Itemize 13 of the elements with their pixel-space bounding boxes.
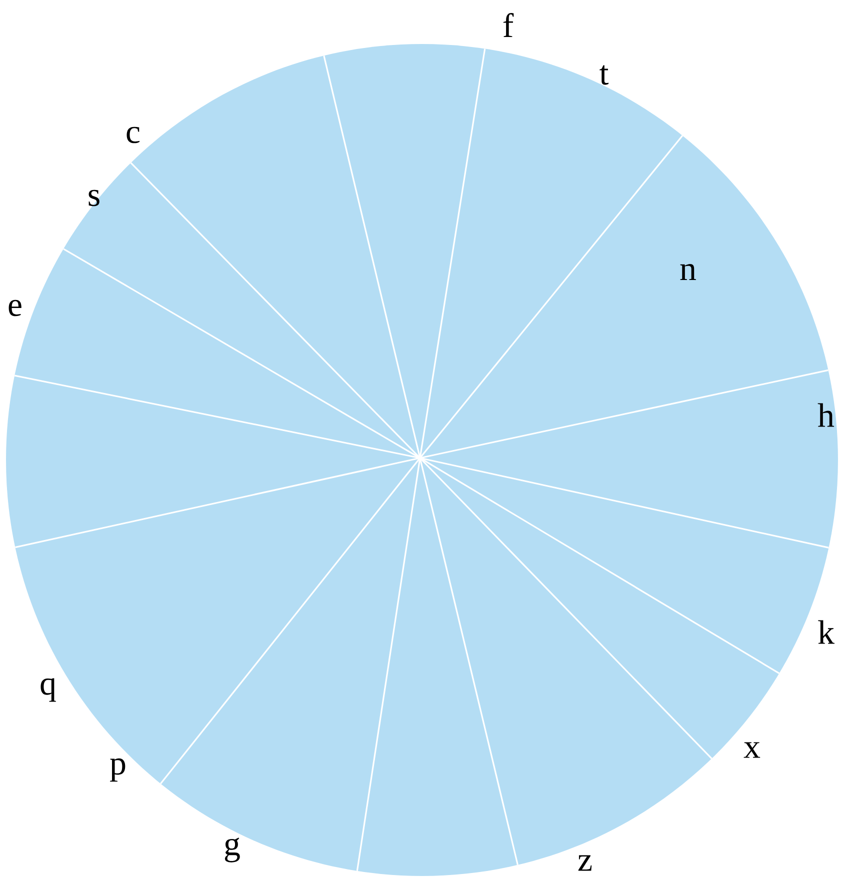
letter-label: e bbox=[8, 300, 22, 316]
letter-label: h bbox=[818, 403, 834, 427]
letter-label: p bbox=[110, 758, 126, 782]
letter-label: g bbox=[224, 838, 240, 862]
letter-label: f bbox=[503, 13, 514, 37]
letter-label: z bbox=[578, 855, 592, 871]
letter-label: k bbox=[818, 620, 834, 644]
letter-label: q bbox=[40, 678, 56, 702]
letter-label: c bbox=[126, 126, 140, 144]
letter-label: s bbox=[88, 190, 100, 206]
letter-label: n bbox=[680, 264, 696, 280]
letter-label: x bbox=[744, 742, 760, 758]
letter-label: t bbox=[600, 65, 609, 85]
